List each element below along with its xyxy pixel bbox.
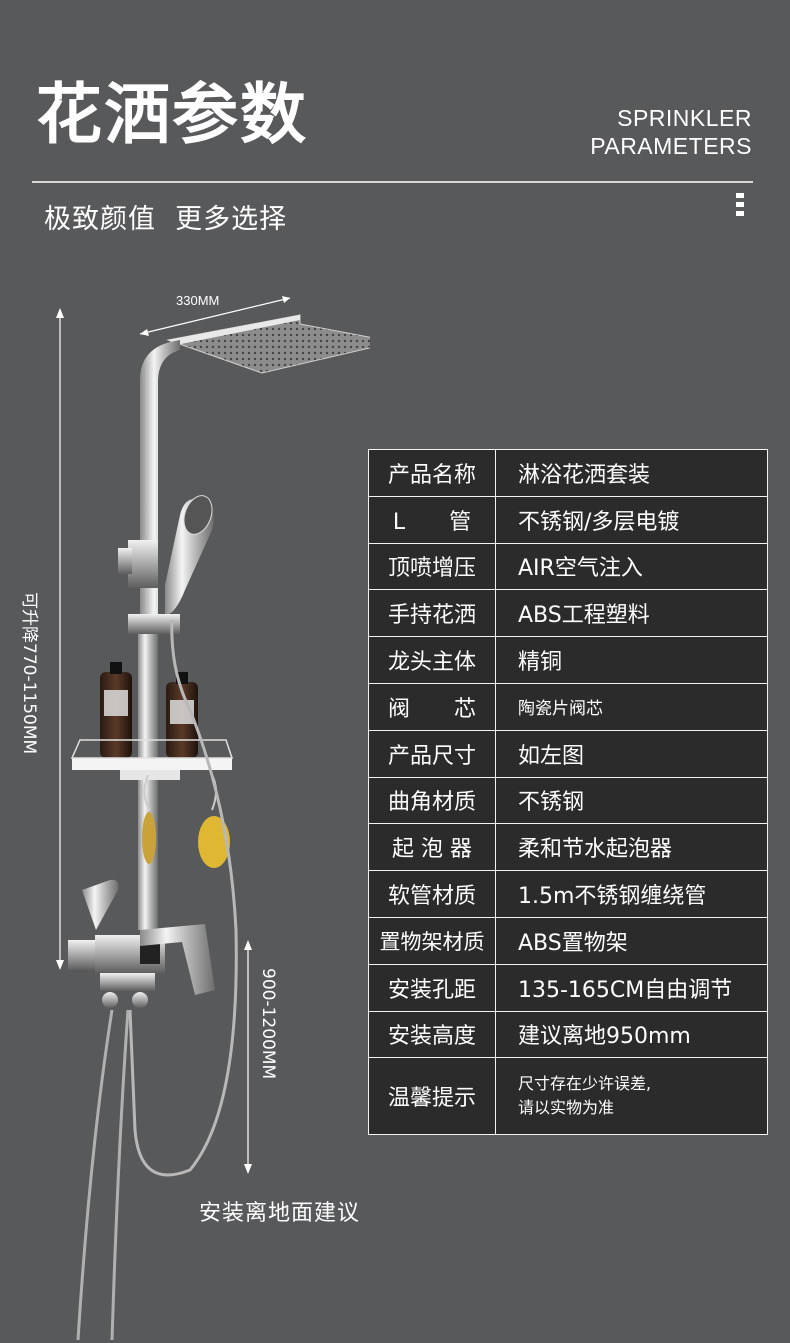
table-row: 龙头主体精铜 — [368, 636, 768, 684]
loofah-sponge — [198, 816, 230, 868]
param-value: AIR空气注入 — [495, 542, 768, 591]
title-en-line2: PARAMETERS — [590, 133, 752, 159]
table-row: L 管不锈钢/多层电镀 — [368, 495, 768, 544]
table-row: 阀 芯陶瓷片阀芯 — [368, 682, 768, 731]
param-key: 温馨提示 — [368, 1057, 496, 1136]
param-key: 产品名称 — [368, 449, 496, 497]
page-title: 花洒参数 — [36, 76, 308, 153]
table-row: 产品尺寸如左图 — [368, 729, 768, 778]
param-key: 安装高度 — [368, 1010, 496, 1059]
width-dimension-line — [139, 297, 291, 335]
shower-set-illustration — [56, 296, 370, 1341]
install-note: 安装离地面建议 — [199, 1201, 361, 1226]
page-title-english: SPRINKLER PARAMETERS — [590, 104, 752, 160]
page-subtitle: 极致颜值 更多选择 — [44, 204, 288, 235]
param-key: 手持花洒 — [368, 589, 496, 638]
table-row: 曲角材质不锈钢 — [368, 776, 768, 825]
menu-icon[interactable] — [736, 193, 744, 216]
param-key: 软管材质 — [368, 870, 496, 918]
param-value: 135-165CM自由调节 — [495, 963, 768, 1012]
lift-range-label: 可升降770-1150MM — [19, 592, 39, 755]
note-line2: 请以实物为准 — [518, 1098, 615, 1118]
loofah-small — [142, 812, 156, 864]
param-key: 产品尺寸 — [368, 729, 496, 778]
header-divider — [32, 181, 753, 183]
param-value: 柔和节水起泡器 — [495, 823, 768, 872]
param-value: ABS置物架 — [495, 916, 768, 965]
param-key: 顶喷增压 — [368, 542, 496, 591]
param-value: 1.5m不锈钢缠绕管 — [495, 870, 768, 918]
bidet-sprayer — [82, 879, 119, 930]
shower-hose — [128, 619, 238, 1177]
table-row: 产品名称淋浴花洒套装 — [368, 449, 768, 497]
param-value: 不锈钢 — [495, 776, 768, 825]
param-value: 建议离地950mm — [495, 1010, 768, 1059]
param-value: ABS工程塑料 — [495, 589, 768, 638]
width-dimension-label: 330MM — [176, 293, 220, 308]
title-en-line1: SPRINKLER — [617, 105, 752, 131]
rain-shower-head — [166, 314, 370, 374]
table-row: 起 泡 器柔和节水起泡器 — [368, 823, 768, 872]
param-value: 不锈钢/多层电镀 — [495, 495, 768, 544]
storage-shelf — [72, 758, 232, 770]
mixer-handle — [140, 924, 215, 995]
param-value: 如左图 — [495, 729, 768, 778]
param-value: 陶瓷片阀芯 — [495, 682, 768, 731]
note-line1: 尺寸存在少许误差, — [518, 1074, 652, 1094]
param-key: 阀 芯 — [368, 682, 496, 731]
table-row: 安装高度建议离地950mm — [368, 1010, 768, 1059]
install-height-label: 900-1200MM — [258, 968, 278, 1080]
param-key: 龙头主体 — [368, 636, 496, 684]
param-value: 淋浴花洒套装 — [495, 449, 768, 497]
param-value: 精铜 — [495, 636, 768, 684]
param-key: 曲角材质 — [368, 776, 496, 825]
param-key: 置物架材质 — [368, 916, 496, 965]
param-key: 起 泡 器 — [368, 823, 496, 872]
table-row: 温馨提示 尺寸存在少许误差, 请以实物为准 — [368, 1057, 768, 1136]
param-value: 尺寸存在少许误差, 请以实物为准 — [495, 1057, 768, 1136]
param-key: 安装孔距 — [368, 963, 496, 1012]
param-key: L 管 — [368, 495, 496, 544]
